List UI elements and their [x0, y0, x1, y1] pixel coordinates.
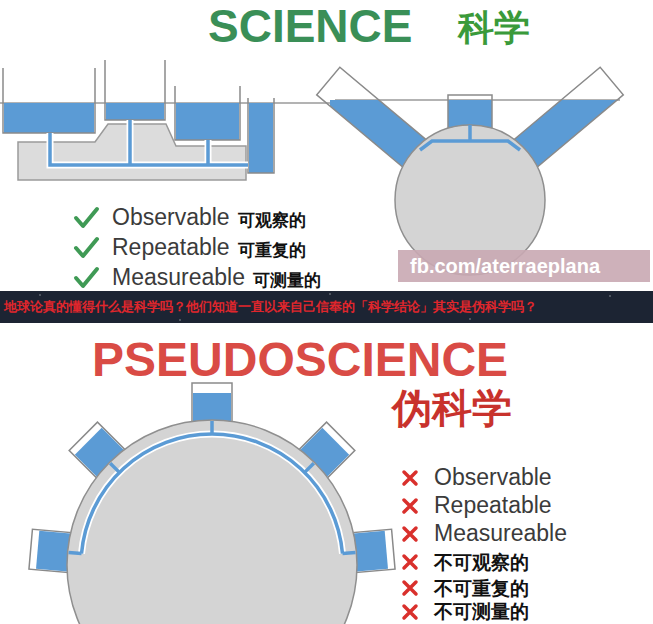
- check-mark: [76, 239, 97, 256]
- section-heading-chinese: 科学: [458, 8, 530, 48]
- vessel-outline: [297, 422, 355, 480]
- check-marks: [76, 209, 97, 286]
- watermark-bar: [398, 250, 650, 282]
- cross-mark: [404, 606, 416, 618]
- pipe: [82, 434, 343, 554]
- criterion-text: Repeatable: [434, 493, 552, 518]
- criterion-text: Measureable: [434, 521, 567, 546]
- cross-mark: [404, 528, 416, 540]
- water: [106, 103, 164, 120]
- criterion-text-chinese: 可观察的: [238, 211, 306, 230]
- cross-marks: [404, 472, 416, 618]
- vessel-outline: [192, 383, 232, 425]
- cross-mark: [404, 556, 416, 568]
- criterion-text: Observable: [112, 205, 230, 230]
- pipe: [420, 125, 520, 150]
- criterion-text-chinese: 不可测量的: [434, 601, 529, 622]
- cross-mark: [404, 582, 416, 594]
- water: [4, 103, 94, 133]
- pipe: [50, 120, 248, 165]
- pipe-casing: [50, 120, 248, 165]
- watermark: fb.com/aterraeplana: [410, 255, 600, 277]
- water: [249, 103, 273, 173]
- pseudo-globe-illustration: [29, 383, 395, 624]
- criterion-text: Measureable: [112, 265, 245, 290]
- container-outline: [3, 60, 274, 173]
- section-heading: PSEUDOSCIENCE: [92, 334, 508, 387]
- banner-band: [0, 291, 653, 323]
- vessel-outline: [69, 422, 127, 480]
- pipe-casing: [82, 434, 343, 554]
- check-mark: [76, 269, 97, 286]
- vessels-illustration: [0, 60, 335, 180]
- globe: [67, 420, 357, 624]
- check-mark: [76, 209, 97, 226]
- globe-vessels-illustration: [317, 67, 624, 275]
- criterion-text-chinese: 不可重复的: [434, 578, 529, 599]
- criterion-text-chinese: 可测量的: [253, 271, 321, 290]
- criterion-text: Repeatable: [112, 235, 230, 260]
- cross-mark: [404, 500, 416, 512]
- water: [75, 428, 126, 479]
- criterion-text: Observable: [434, 465, 552, 490]
- banner-text: 地球论真的懂得什么是科学吗？他们知道一直以来自己信奉的「科学结论」其实是伪科学吗…: [4, 300, 537, 314]
- pipe-stubs: [69, 421, 356, 554]
- water: [298, 428, 349, 479]
- criterion-text-chinese: 可重复的: [238, 241, 306, 260]
- cross-mark: [404, 472, 416, 484]
- section-heading: SCIENCE: [208, 1, 412, 52]
- criterion-text-chinese: 不可观察的: [434, 552, 529, 573]
- water: [176, 103, 239, 140]
- section-heading-chinese: 伪科学: [392, 386, 512, 430]
